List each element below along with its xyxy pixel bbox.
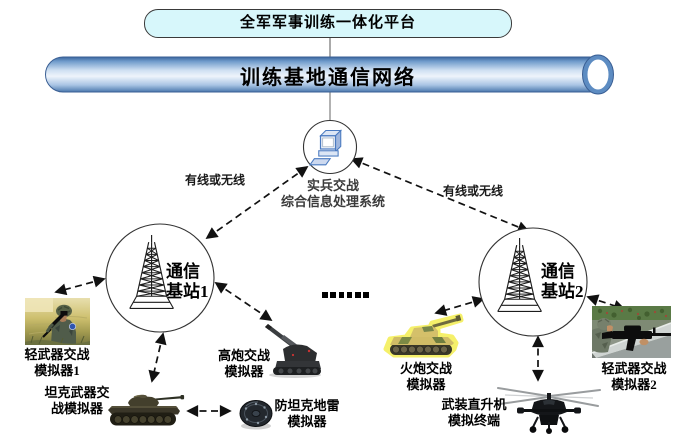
station1-node [105, 223, 215, 333]
network-bar-label: 训练基地通信网络 [240, 67, 416, 89]
sim-label-helicopter: 武装直升机模拟终端 [441, 397, 507, 428]
tank1-image [108, 394, 185, 426]
ellipsis-dots [322, 292, 369, 298]
artillery-image [383, 313, 464, 358]
sim-label-tank-weapon: 坦克武器交战模拟器 [44, 385, 110, 416]
station1-label: 通信 基站1 [166, 262, 209, 301]
aa-gun-image [265, 324, 321, 378]
sim-label-aa-gun: 高炮交战模拟器 [217, 348, 270, 379]
sim-label-light-weapon-1: 轻武器交战模拟器1 [24, 347, 90, 378]
station2-label: 通信 基站2 [541, 262, 584, 301]
dashed-links [54, 157, 626, 417]
link-label-right: 有线或无线 [443, 184, 504, 198]
platform-box[interactable]: 全军军事训练一体化平台 [144, 9, 512, 38]
soldier1-image [25, 298, 90, 345]
sim-label-artillery: 火炮交战模拟器 [399, 361, 452, 392]
processor-node [302, 119, 358, 175]
link-label-left: 有线或无线 [185, 173, 246, 187]
platform-title: 全军军事训练一体化平台 [239, 15, 416, 31]
network-cylinder [45, 54, 614, 95]
helicopter-image [497, 387, 601, 434]
mine-image [239, 400, 273, 430]
processor-label: 实兵交战 综合信息处理系统 [280, 178, 385, 209]
sim-label-anti-tank-mine: 防坦克地雷模拟器 [274, 398, 340, 429]
sim-label-light-weapon-2: 轻武器交战模拟器2 [601, 361, 667, 392]
soldier2-image [591, 306, 672, 358]
station2-node [478, 227, 588, 337]
